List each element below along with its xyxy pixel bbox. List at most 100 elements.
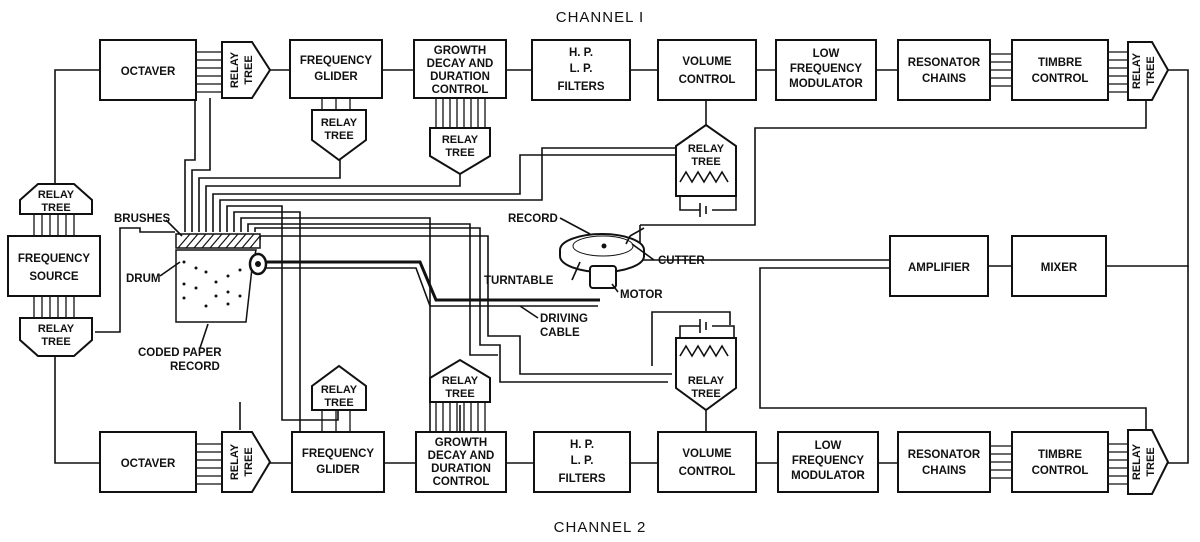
amplifier: AMPLIFIER xyxy=(889,235,989,297)
svg-text:RELAY: RELAY xyxy=(442,134,479,146)
motor-label: MOTOR xyxy=(620,289,663,301)
source-top-bus xyxy=(33,214,75,236)
octaver-1-bus xyxy=(196,51,222,93)
svg-text:CONTROL: CONTROL xyxy=(1032,465,1089,477)
svg-text:TREE: TREE xyxy=(1145,447,1157,476)
relay-tree-ch2-volume: RELAY TREE xyxy=(675,319,737,412)
channel-2-title: CHANNEL 2 xyxy=(554,519,647,536)
relay-tree-ch1-octaver: RELAY TREE xyxy=(221,41,272,99)
source-bottom-bus xyxy=(33,296,75,318)
relay-tree-ch2-growth: RELAY TREE xyxy=(429,358,491,432)
svg-text:MODULATOR: MODULATOR xyxy=(789,78,863,90)
svg-text:VOLUME: VOLUME xyxy=(682,56,732,68)
resonator-chains-1: RESONATOR CHAINS xyxy=(897,39,991,101)
relay-tree-ch1-volume: RELAY TREE xyxy=(675,123,737,217)
svg-text:RESONATOR: RESONATOR xyxy=(908,57,981,69)
svg-text:GLIDER: GLIDER xyxy=(316,464,360,476)
svg-text:DURATION: DURATION xyxy=(430,71,490,83)
frequency-glider-2: FREQUENCY GLIDER xyxy=(291,431,385,493)
svg-text:FILTERS: FILTERS xyxy=(557,81,604,93)
svg-text:LOW: LOW xyxy=(813,48,840,60)
timbre-bus-2 xyxy=(1108,443,1128,485)
svg-text:TREE: TREE xyxy=(243,447,255,476)
timbre-control-2: TIMBRE CONTROL xyxy=(1011,431,1109,493)
svg-text:RELAY: RELAY xyxy=(688,375,725,387)
svg-text:RELAY: RELAY xyxy=(321,117,358,129)
svg-text:RELAY: RELAY xyxy=(38,189,75,201)
lf-modulator-1: LOW FREQUENCY MODULATOR xyxy=(775,39,877,101)
frequency-glider-1: FREQUENCY GLIDER xyxy=(289,39,383,99)
relay-tree-ch2-octaver: RELAY TREE xyxy=(221,431,272,493)
cutter-label: CUTTER xyxy=(658,255,705,267)
coded-paper-label-1: CODED PAPER xyxy=(138,347,222,359)
svg-text:RELAY: RELAY xyxy=(38,323,75,335)
svg-text:CONTROL: CONTROL xyxy=(679,74,736,86)
wiring xyxy=(54,69,1189,471)
svg-text:CHAINS: CHAINS xyxy=(922,73,966,85)
svg-text:RELAY: RELAY xyxy=(229,51,241,88)
svg-text:CONTROL: CONTROL xyxy=(432,84,489,96)
svg-text:TREE: TREE xyxy=(41,336,70,348)
resonator-chains-2: RESONATOR CHAINS xyxy=(897,431,991,493)
svg-text:TREE: TREE xyxy=(1145,56,1157,85)
volume-control-1: VOLUME CONTROL xyxy=(657,39,757,101)
svg-text:OCTAVER: OCTAVER xyxy=(121,458,176,470)
svg-text:CONTROL: CONTROL xyxy=(679,466,736,478)
drum-label: DRUM xyxy=(126,273,161,285)
svg-text:GROWTH: GROWTH xyxy=(435,437,487,449)
frequency-source: FREQUENCY SOURCE xyxy=(7,235,101,297)
svg-text:FREQUENCY: FREQUENCY xyxy=(300,55,373,67)
relay-tree-ch1-output: RELAY TREE xyxy=(1127,41,1170,101)
svg-text:LOW: LOW xyxy=(815,440,842,452)
svg-text:GLIDER: GLIDER xyxy=(314,71,358,83)
svg-text:FREQUENCY: FREQUENCY xyxy=(790,63,863,75)
svg-text:TREE: TREE xyxy=(243,55,255,84)
svg-text:FREQUENCY: FREQUENCY xyxy=(792,455,865,467)
turntable xyxy=(559,227,645,289)
svg-text:TREE: TREE xyxy=(324,397,353,409)
svg-text:TIMBRE: TIMBRE xyxy=(1038,57,1082,69)
relay-tree-source-top: RELAY TREE xyxy=(19,183,93,215)
svg-text:TREE: TREE xyxy=(691,156,720,168)
svg-text:MODULATOR: MODULATOR xyxy=(791,470,865,482)
svg-text:DECAY AND: DECAY AND xyxy=(428,450,495,462)
svg-text:RELAY: RELAY xyxy=(442,375,479,387)
svg-text:CHAINS: CHAINS xyxy=(922,465,966,477)
relay-tree-ch1-growth: RELAY TREE xyxy=(429,98,491,176)
svg-text:L. P.: L. P. xyxy=(570,63,593,75)
svg-text:H. P.: H. P. xyxy=(570,439,594,451)
svg-text:TREE: TREE xyxy=(41,202,70,214)
svg-text:TREE: TREE xyxy=(445,388,474,400)
relay-tree-source-bottom: RELAY TREE xyxy=(19,317,93,357)
svg-text:AMPLIFIER: AMPLIFIER xyxy=(908,262,971,274)
svg-text:RELAY: RELAY xyxy=(229,443,241,480)
lf-modulator-2: LOW FREQUENCY MODULATOR xyxy=(777,431,879,493)
driving-cable-label-1: DRIVING xyxy=(540,313,588,325)
svg-text:DURATION: DURATION xyxy=(431,463,491,475)
svg-text:TREE: TREE xyxy=(324,130,353,142)
svg-text:L. P.: L. P. xyxy=(571,455,594,467)
svg-text:RELAY: RELAY xyxy=(688,143,725,155)
svg-text:RELAY: RELAY xyxy=(321,384,358,396)
svg-text:TIMBRE: TIMBRE xyxy=(1038,449,1082,461)
turntable-label: TURNTABLE xyxy=(484,275,554,287)
filters-1: H. P. L. P. FILTERS xyxy=(531,39,631,101)
svg-text:FILTERS: FILTERS xyxy=(558,473,605,485)
relay-tree-ch1-glider: RELAY TREE xyxy=(311,98,367,162)
svg-text:RESONATOR: RESONATOR xyxy=(908,449,981,461)
record-label: RECORD xyxy=(508,213,558,225)
coded-paper-label-2: RECORD xyxy=(170,361,220,373)
driving-cable-label-2: CABLE xyxy=(540,327,580,339)
svg-text:OCTAVER: OCTAVER xyxy=(121,66,176,78)
relay-tree-ch2-glider: RELAY TREE xyxy=(311,364,367,432)
channel-1-title: CHANNEL I xyxy=(556,9,644,26)
svg-text:MIXER: MIXER xyxy=(1041,262,1078,274)
svg-text:CONTROL: CONTROL xyxy=(1032,73,1089,85)
octaver-1: OCTAVER xyxy=(99,39,197,101)
coded-paper-drum xyxy=(175,233,268,323)
svg-text:RELAY: RELAY xyxy=(1131,52,1143,89)
resonator-timbre-bus-2 xyxy=(990,445,1012,479)
timbre-bus-1 xyxy=(1108,51,1128,93)
growth-decay-control-1: GROWTH DECAY AND DURATION CONTROL xyxy=(413,39,507,99)
